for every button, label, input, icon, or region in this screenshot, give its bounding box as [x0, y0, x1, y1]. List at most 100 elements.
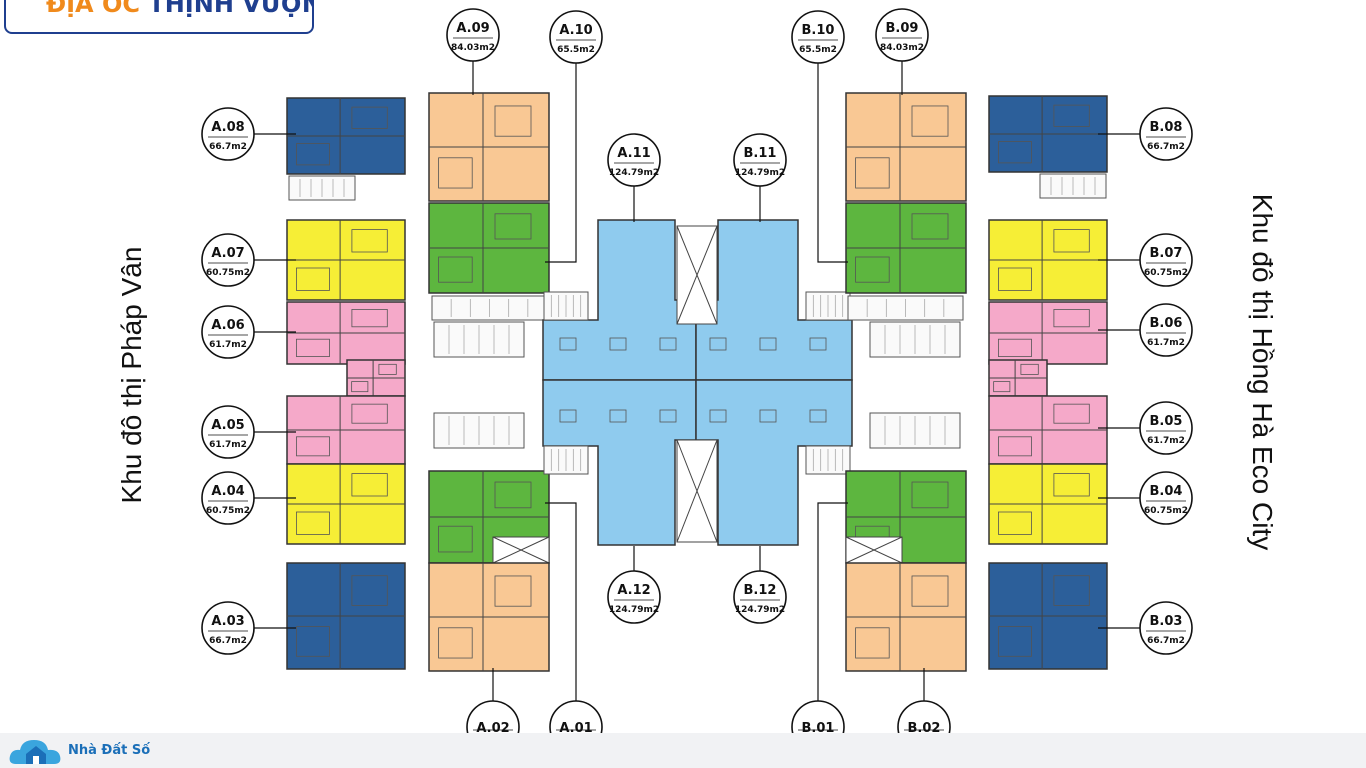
footer-brand: Nhà Đất Số: [68, 743, 151, 758]
unit-code-b10: B.10: [802, 23, 835, 38]
shaft-a-bottom-d2: [492, 536, 550, 564]
unit-a06-ext-block: [346, 359, 406, 397]
unit-circle-a08: [201, 107, 255, 161]
center-furniture-bottom-3: [709, 409, 727, 423]
shaft-b-bottom-d2: [845, 536, 903, 564]
unit-code-a03: A.03: [211, 614, 244, 629]
unit-code-a08: A.08: [211, 120, 244, 135]
unit-b03-block-room: [1053, 575, 1090, 606]
house-cloud-icon: [9, 740, 61, 764]
center-furniture-top-4: [759, 337, 777, 351]
unit-b09-block-room2: [855, 157, 890, 189]
unit-area-b12: 124.79m2: [735, 605, 785, 615]
unit-a09-block-room: [494, 105, 532, 137]
unit-circle-b09: [875, 8, 929, 62]
unit-a09-block: [428, 92, 550, 202]
shaft-b-bottom: [845, 536, 903, 564]
unit-a10-block: [428, 202, 550, 294]
unit-label-a03: A.03 66.7m2: [201, 601, 296, 655]
brand-logo: ĐỊA ỐC THỊNH VƯỢNG: [4, 0, 314, 34]
center-bridge-left-bottom: [543, 445, 589, 475]
unit-circle-a10: [549, 10, 603, 64]
unit-area-a08: 66.7m2: [209, 142, 247, 152]
unit-label-b12: B.12 124.79m2: [733, 546, 787, 624]
unit-a04-block-room2: [296, 511, 330, 535]
unit-a03-block-room: [351, 575, 388, 606]
unit-area-a09: 84.03m2: [451, 43, 495, 53]
unit-circle-b04: [1139, 471, 1193, 525]
unit-a05-block-room: [351, 403, 388, 424]
unit-a07-block-room: [351, 229, 388, 253]
unit-a03-block-room2: [296, 626, 330, 657]
center-furniture-top-2: [659, 337, 677, 351]
unit-code-b05: B.05: [1150, 414, 1183, 429]
unit-code-b12: B.12: [744, 583, 777, 598]
unit-b08-block-room: [1053, 104, 1090, 127]
unit-circle-b05: [1139, 401, 1193, 455]
unit-label-b03: B.03 66.7m2: [1098, 601, 1193, 655]
unit-b01-block-room: [911, 481, 949, 509]
unit-a08-block-room2: [296, 143, 330, 166]
unit-area-b05: 61.7m2: [1147, 436, 1185, 446]
unit-b09-block: [845, 92, 967, 202]
unit-area-b06: 61.7m2: [1147, 338, 1185, 348]
unit-circle-b12: [733, 570, 787, 624]
unit-area-a07: 60.75m2: [206, 268, 250, 278]
unit-code-b01: B.01: [802, 721, 835, 736]
center-furniture-bottom-1: [609, 409, 627, 423]
unit-circle-a09: [446, 8, 500, 62]
corridor-a-top: [431, 295, 548, 321]
unit-a06-block: [286, 301, 406, 365]
unit-a01-block-room2: [438, 525, 473, 553]
unit-label-b05: B.05 61.7m2: [1098, 401, 1193, 455]
center-furniture-top-1: [609, 337, 627, 351]
unit-b03-block: [988, 562, 1108, 670]
unit-circle-b08: [1139, 107, 1193, 161]
lift-a-top: [433, 321, 525, 358]
unit-code-a11: A.11: [617, 146, 650, 161]
lift-b-top: [869, 321, 961, 358]
unit-b04-block-room: [1053, 473, 1090, 497]
lift-b-bottom: [869, 412, 961, 449]
unit-b06-ext-block: [988, 359, 1048, 397]
unit-area-b10: 65.5m2: [799, 45, 837, 55]
leader-line-b01: [817, 502, 848, 701]
unit-b06-ext-block-room: [1020, 363, 1039, 375]
unit-code-b03: B.03: [1150, 614, 1183, 629]
unit-a08-block-room: [351, 106, 388, 129]
center-furniture-top-0: [559, 337, 577, 351]
unit-area-a06: 61.7m2: [209, 340, 247, 350]
unit-label-b01: B.01: [791, 502, 848, 754]
unit-label-a01: A.01: [545, 502, 603, 754]
unit-b06-block: [988, 301, 1108, 365]
center-tower: [542, 219, 853, 546]
unit-a07-block: [286, 219, 406, 301]
unit-circle-b10: [791, 10, 845, 64]
unit-a06-ext-block-room2: [351, 381, 369, 393]
corridor-b-top: [847, 295, 964, 321]
unit-circle-b07: [1139, 233, 1193, 287]
lift-a-bottom: [433, 412, 525, 449]
unit-a10-block-room: [494, 213, 532, 240]
unit-circle-a11: [607, 133, 661, 187]
unit-area-a05: 61.7m2: [209, 440, 247, 450]
unit-b07-block-room2: [998, 267, 1032, 291]
unit-b08-block: [988, 95, 1108, 173]
center-shaft-bottom: [676, 439, 718, 543]
unit-b06-block-room2: [998, 338, 1032, 357]
unit-label-b10: B.10 65.5m2: [791, 10, 848, 263]
unit-code-a10: A.10: [559, 23, 592, 38]
unit-area-a03: 66.7m2: [209, 636, 247, 646]
unit-code-a02: A.02: [476, 721, 509, 736]
unit-b05-block: [988, 395, 1108, 465]
center-furniture-bottom-2: [659, 409, 677, 423]
unit-area-b03: 66.7m2: [1147, 636, 1185, 646]
unit-a02-block: [428, 562, 550, 672]
unit-a02-block-room2: [438, 627, 473, 659]
